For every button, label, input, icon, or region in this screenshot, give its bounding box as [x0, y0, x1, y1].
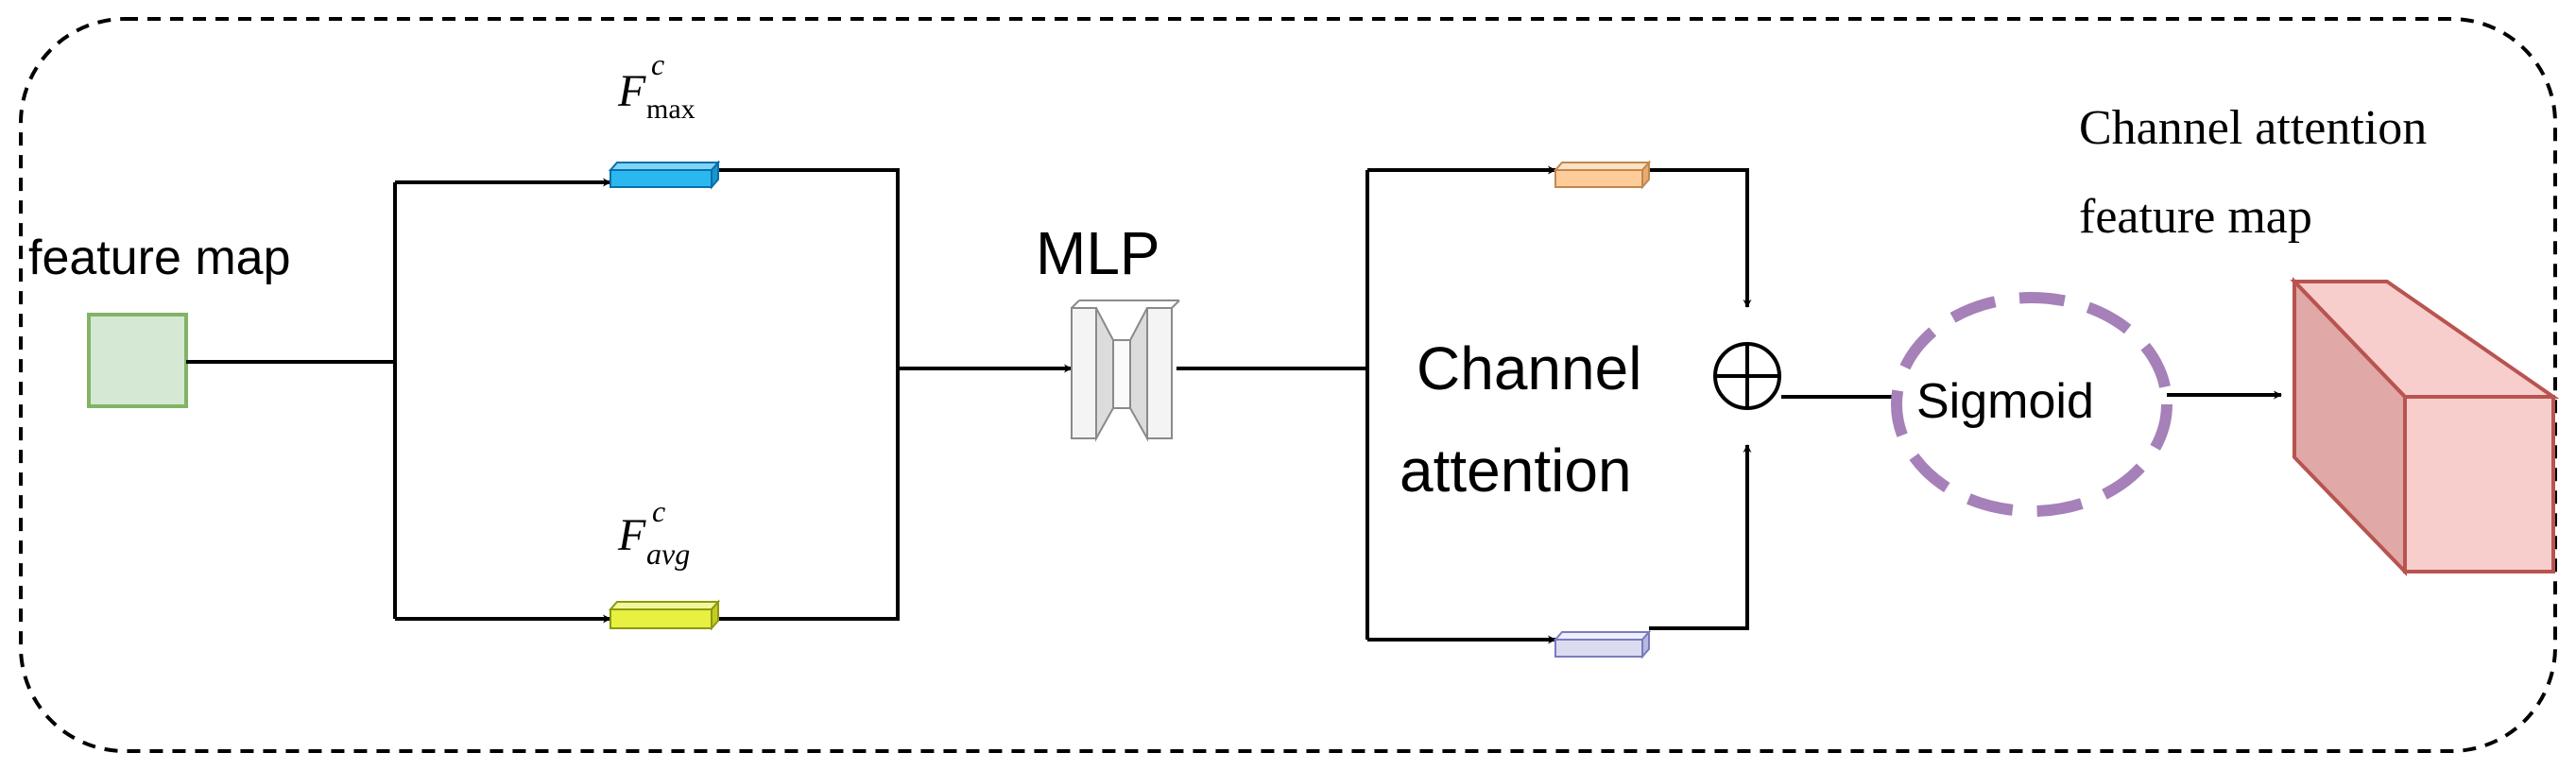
- lower-cuboid-front: [1554, 639, 1643, 658]
- output-label-line1: Channel attention: [2079, 101, 2427, 155]
- fmax-cuboid-front: [610, 169, 713, 188]
- lower-cuboid-top: [1553, 631, 1652, 641]
- favg-base: F: [617, 510, 646, 560]
- output-cuboid-front: [2403, 395, 2555, 573]
- output-cuboid-icon: [2290, 277, 2560, 576]
- connectors: [186, 165, 2282, 644]
- fmax-cuboid: [608, 160, 721, 190]
- upper-branch-cuboid: [1553, 160, 1652, 190]
- favg-cuboid-top: [608, 601, 721, 610]
- fmax-label: F c max: [617, 47, 696, 125]
- channel-attention-line2: attention: [1400, 436, 1632, 505]
- mlp-label: MLP: [1036, 219, 1160, 287]
- favg-sup: c: [652, 494, 665, 528]
- sigmoid-label: Sigmoid: [1916, 374, 2094, 429]
- upper-cuboid-top: [1553, 162, 1652, 171]
- input-feature-map: [87, 313, 188, 408]
- lower-branch-to-plus: [1649, 444, 1752, 630]
- outer-dashed-border: [19, 17, 2557, 753]
- channel-attention-line1: Channel: [1417, 334, 1641, 402]
- lower-branch-cuboid: [1553, 629, 1652, 659]
- fmax-sup: c: [651, 47, 664, 81]
- feature-map-label: feature map: [28, 231, 291, 285]
- favg-cuboid: [608, 599, 721, 631]
- output-label-line2: feature map: [2079, 190, 2312, 244]
- upper-branch-to-plus: [1649, 168, 1752, 308]
- favg-to-merge-line: [718, 368, 900, 621]
- plus-circle-icon: [1713, 342, 1781, 410]
- fmax-to-merge-line: [718, 168, 900, 368]
- favg-sub: avg: [646, 537, 690, 571]
- upper-cuboid-front: [1554, 169, 1643, 188]
- mlp-funnel-icon: [1071, 299, 1180, 442]
- favg-cuboid-front: [610, 608, 713, 629]
- fmax-cuboid-top: [608, 162, 721, 171]
- favg-label: F c avg: [617, 494, 690, 571]
- fmax-base: F: [617, 66, 646, 116]
- fmax-sub: max: [646, 94, 696, 125]
- sigmoid-ellipse: [1891, 292, 2172, 517]
